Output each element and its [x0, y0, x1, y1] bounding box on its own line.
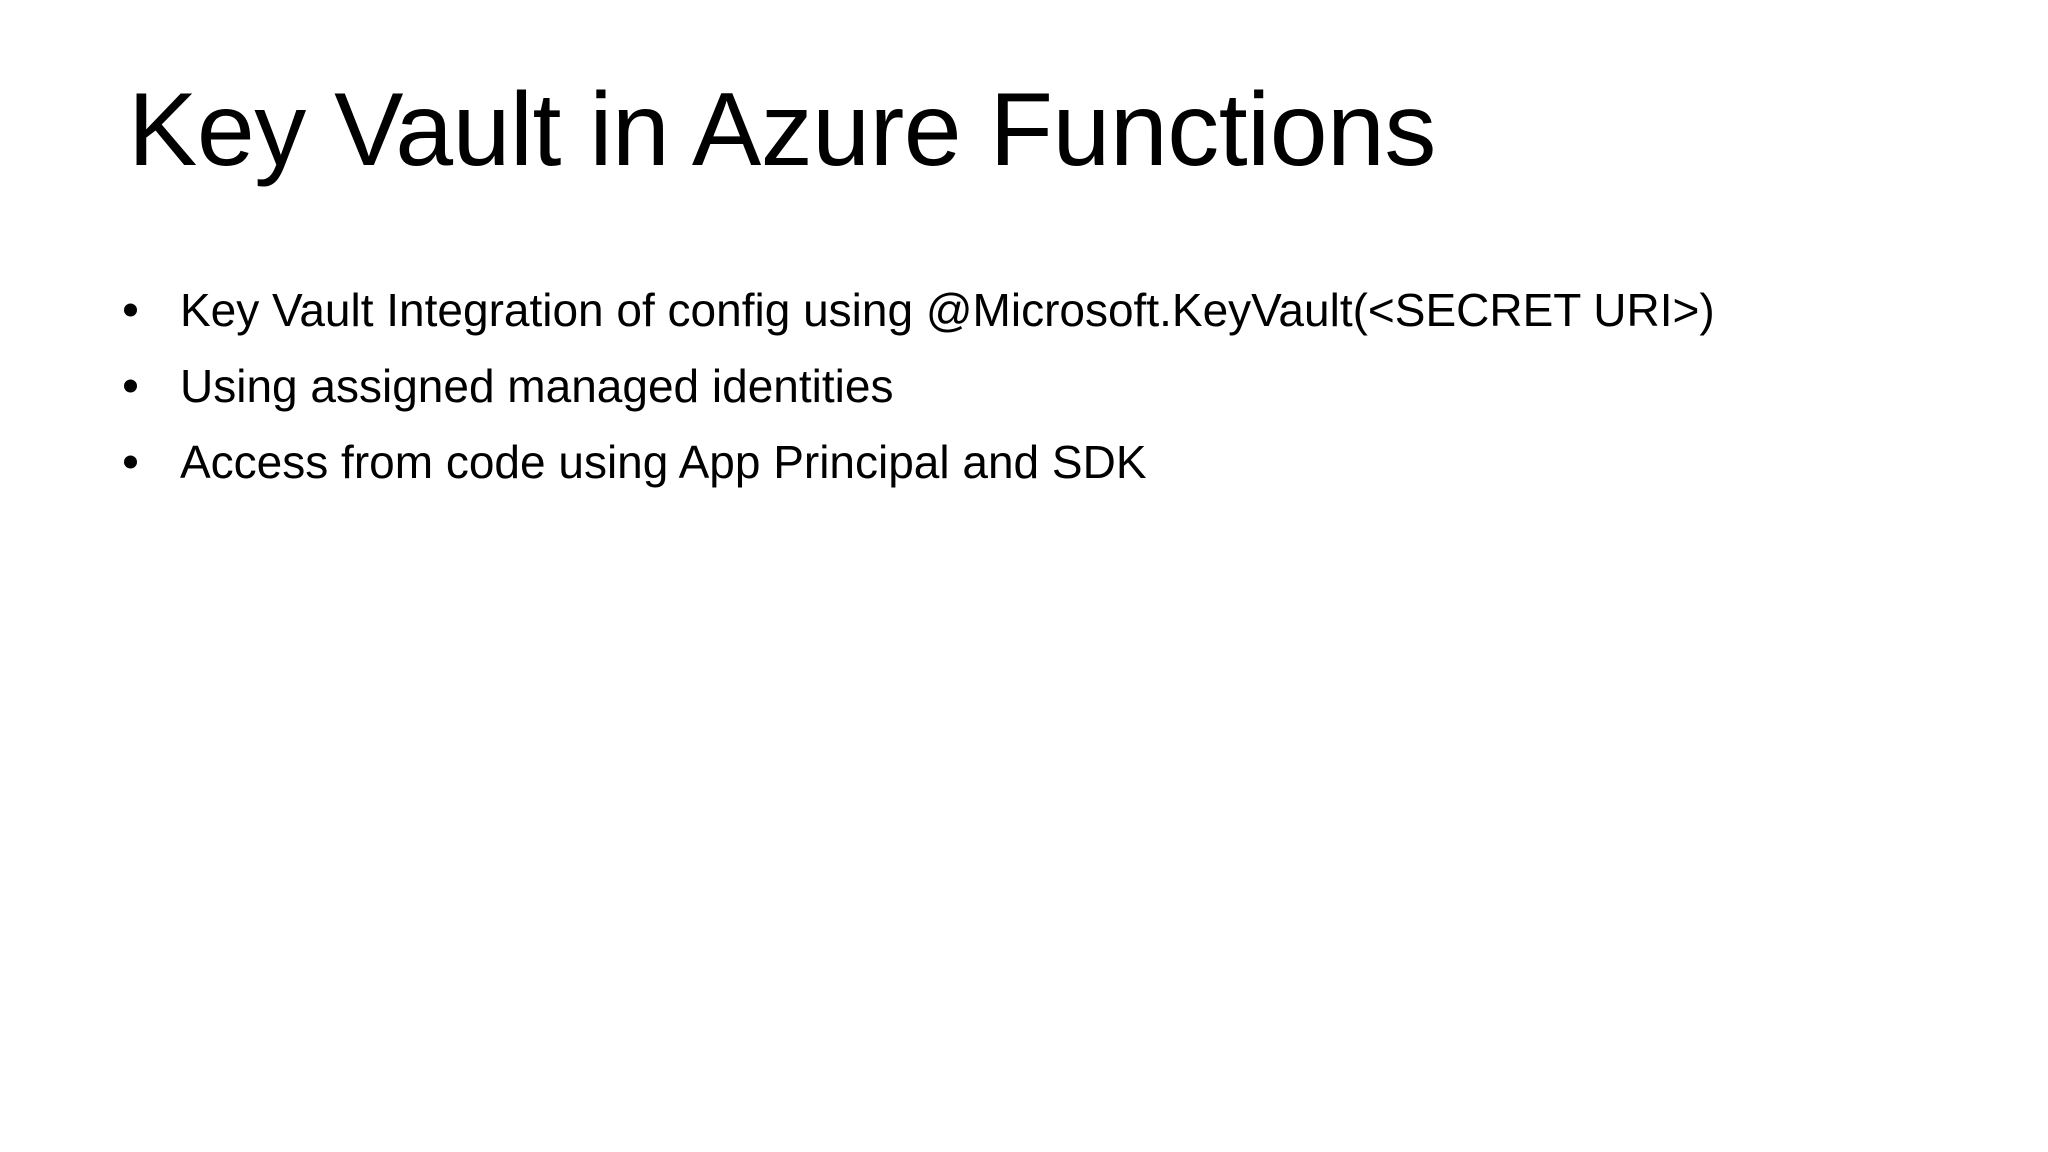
- bullet-dot-icon: [124, 379, 137, 393]
- bullet-dot-icon: [124, 455, 137, 469]
- list-item-label: Using assigned managed identities: [180, 360, 894, 412]
- list-item-label: Access from code using App Principal and…: [180, 436, 1147, 488]
- bullet-dot-icon: [124, 303, 137, 317]
- slide-body-placeholder: Key Vault Integration of config using @M…: [120, 272, 1920, 500]
- slide-title-placeholder: Key Vault in Azure Functions: [128, 48, 1918, 188]
- list-item-label: Key Vault Integration of config using @M…: [180, 284, 1715, 336]
- page-title: Key Vault in Azure Functions: [128, 71, 1436, 188]
- list-item: Using assigned managed identities: [120, 348, 1920, 424]
- bullet-list: Key Vault Integration of config using @M…: [120, 272, 1920, 500]
- list-item: Key Vault Integration of config using @M…: [120, 272, 1920, 348]
- list-item: Access from code using App Principal and…: [120, 424, 1920, 500]
